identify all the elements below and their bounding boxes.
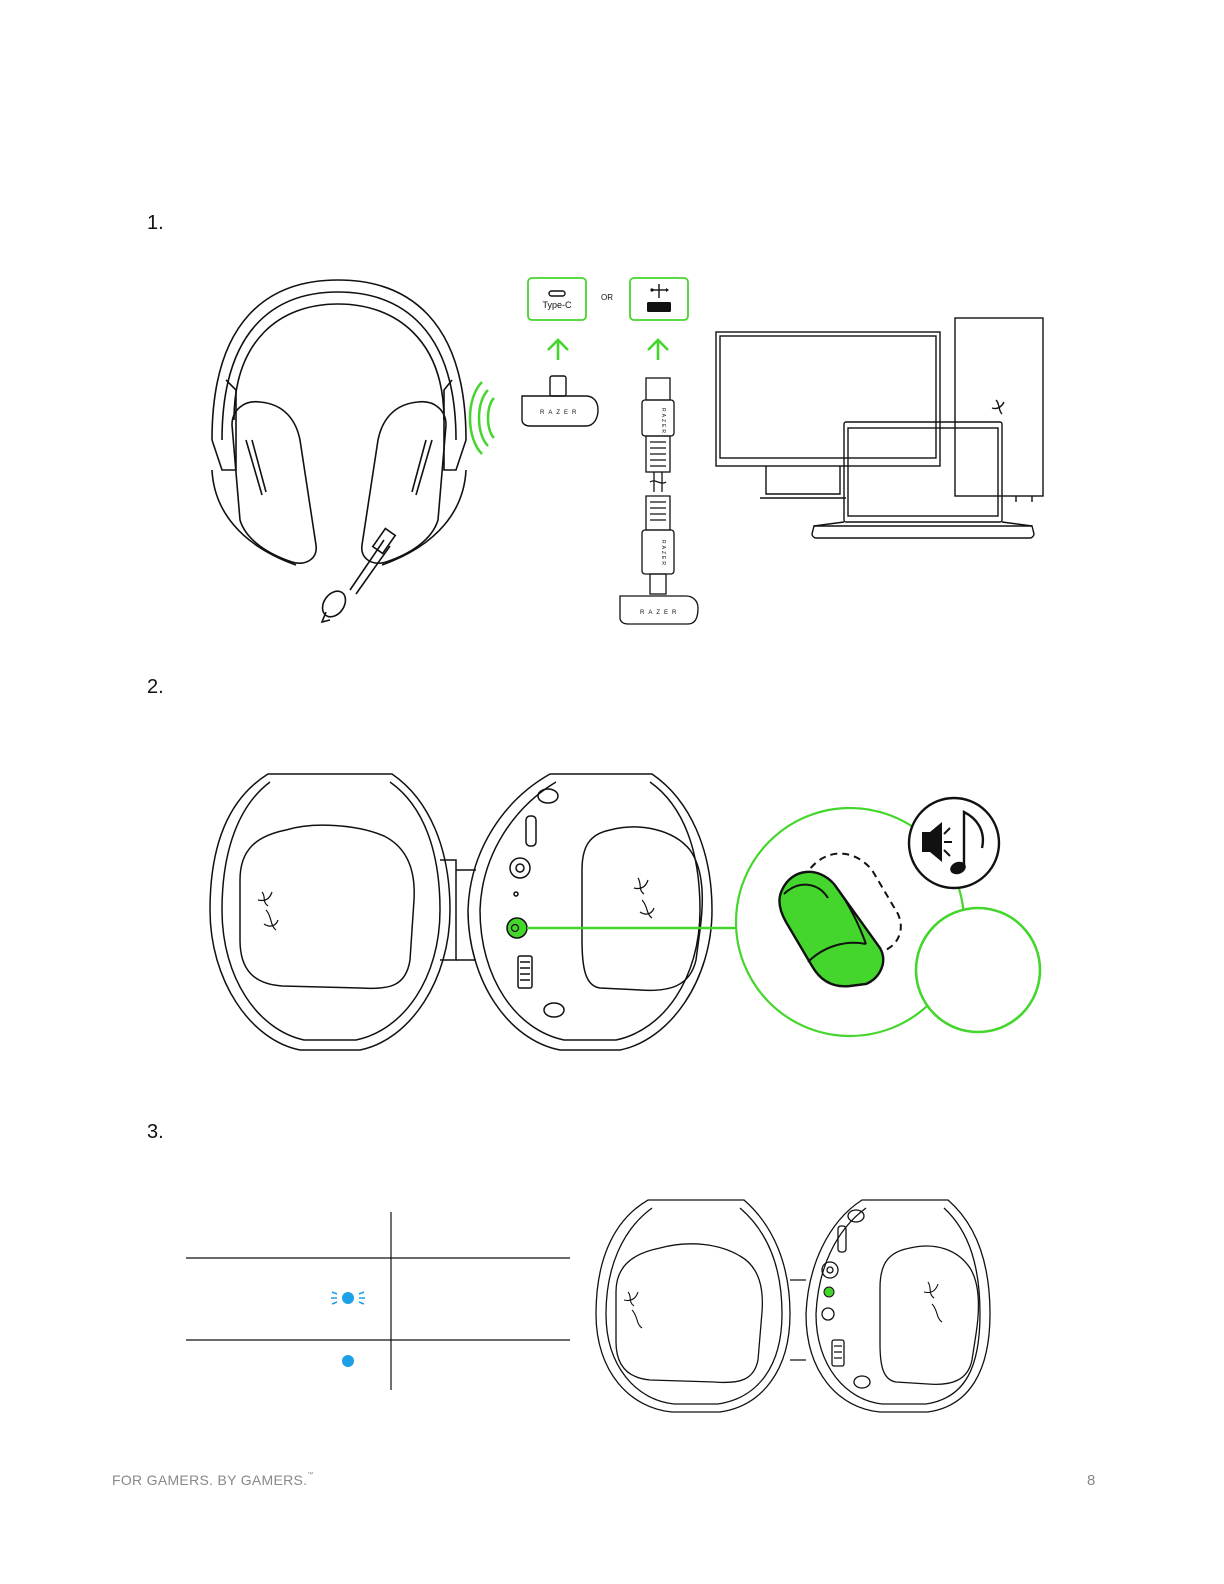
audio-tone-icon: [907, 796, 1001, 890]
footer-tagline: FOR GAMERS. BY GAMERS.™: [112, 1472, 314, 1488]
port-type-c-label: Type-C: [542, 300, 572, 310]
figure-3-illustration: [186, 1199, 991, 1413]
svg-text:RAZER: RAZER: [640, 610, 680, 616]
computer-devices-illustration: [715, 317, 1044, 539]
power-button-zoom-illustration: [778, 852, 902, 988]
or-label: OR: [601, 293, 613, 302]
figure-power-on: [209, 773, 1042, 1051]
led-indicator-circle: [914, 906, 1042, 1034]
svg-text:RAZER: RAZER: [540, 410, 580, 416]
arrow-up-icon: [547, 338, 669, 360]
footer-tagline-text: FOR GAMERS. BY GAMERS.: [112, 1472, 308, 1488]
type-c-dongle-illustration: RAZER: [521, 375, 599, 427]
step-number-3: 3.: [147, 1121, 164, 1143]
usb-adapter-cable-illustration: RAZER RAZER RAZER: [619, 377, 699, 625]
trademark-symbol: ™: [307, 1472, 314, 1478]
step-number-2: 2.: [147, 676, 164, 698]
headset-front-illustration: [211, 279, 467, 624]
svg-text:RAZER: RAZER: [660, 540, 666, 567]
page-number: 8: [1087, 1472, 1096, 1489]
headset-led-indicator: [823, 1286, 835, 1298]
headset-side-view-small-illustration: [595, 1199, 991, 1413]
figure-2-illustration: [209, 773, 1042, 1051]
step-number-1: 1.: [147, 212, 164, 234]
svg-text:RAZER: RAZER: [660, 408, 666, 435]
figure-1-illustration: RAZER RAZER: [211, 277, 1044, 625]
usb-a-port-icon: [629, 277, 689, 321]
figure-connect-dongle: RAZER RAZER: [0, 0, 1224, 650]
led-blinking-icon: [331, 1291, 365, 1305]
status-table: [186, 1212, 570, 1390]
type-c-port-icon: [527, 277, 587, 321]
headset-side-view-illustration: [209, 773, 713, 1051]
led-solid-icon: [342, 1355, 354, 1367]
figure-pairing-status: [186, 1199, 991, 1413]
wireless-signal-icon: [468, 381, 495, 455]
